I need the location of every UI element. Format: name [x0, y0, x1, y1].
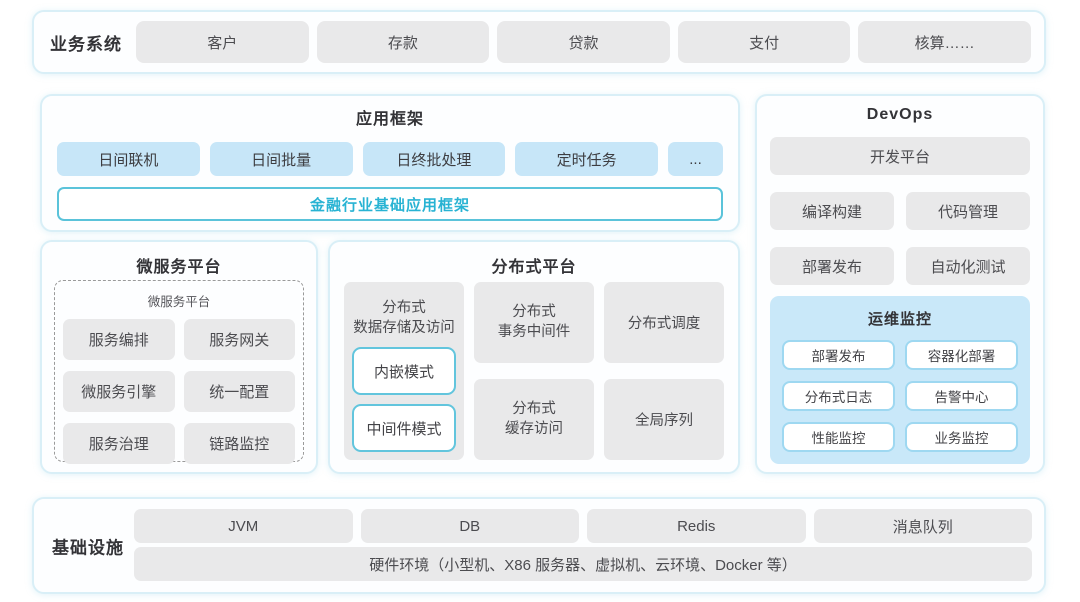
devops-box-build: 编译构建	[770, 192, 894, 230]
base-framework-bar: 金融行业基础应用框架	[57, 187, 723, 221]
monitor-box-alert-center: 告警中心	[905, 381, 1018, 411]
micro-box-config: 统一配置	[183, 371, 295, 412]
monitor-box-performance: 性能监控	[782, 422, 895, 452]
microservice-grid: 服务编排 服务网关 微服务引擎 统一配置 服务治理 链路监控	[63, 319, 295, 464]
monitor-box-distributed-log: 分布式日志	[782, 381, 895, 411]
distributed-grid: 分布式 数据存储及访问 内嵌模式 中间件模式 分布式 事务中间件 分布式 缓存访…	[344, 282, 724, 460]
distributed-scheduler-box: 分布式调度	[604, 282, 724, 363]
infrastructure-panel: 基础设施 JVM DB Redis 消息队列 硬件环境（小型机、X86 服务器、…	[32, 497, 1046, 594]
infrastructure-row: JVM DB Redis 消息队列	[134, 509, 1032, 543]
microservice-panel: 微服务平台 微服务平台 服务编排 服务网关 微服务引擎 统一配置 服务治理 链路…	[40, 240, 318, 474]
micro-box-engine: 微服务引擎	[63, 371, 175, 412]
monitor-box-container-deploy: 容器化部署	[905, 340, 1018, 370]
devops-title: DevOps	[866, 106, 934, 123]
devops-dev-platform-box: 开发平台	[770, 137, 1030, 175]
business-systems-label: 业务系统	[50, 34, 122, 54]
module-daytime-batch: 日间批量	[209, 142, 353, 176]
business-box-accounting: 核算……	[858, 21, 1031, 63]
distributed-transaction-box: 分布式 事务中间件	[474, 282, 594, 363]
business-systems-panel: 业务系统 客户 存款 贷款 支付 核算……	[32, 10, 1046, 74]
microservice-inner-group: 微服务平台 服务编排 服务网关 微服务引擎 统一配置 服务治理 链路监控	[54, 280, 304, 464]
micro-box-orchestration: 服务编排	[63, 319, 175, 360]
monitor-box-business: 业务监控	[905, 422, 1018, 452]
distributed-title: 分布式平台	[491, 259, 577, 276]
business-box-customer: 客户	[136, 21, 309, 63]
infra-box-jvm: JVM	[134, 509, 353, 543]
distributed-col-middle: 分布式 事务中间件 分布式 缓存访问	[474, 282, 594, 460]
infra-box-redis: Redis	[587, 509, 806, 543]
ops-monitoring-title: 运维监控	[867, 311, 932, 328]
devops-box-deploy: 部署发布	[770, 247, 894, 285]
infrastructure-label: 基础设施	[52, 538, 124, 557]
distributed-cache-box: 分布式 缓存访问	[474, 379, 594, 460]
micro-box-governance: 服务治理	[63, 423, 175, 464]
app-framework-title: 应用框架	[355, 111, 424, 128]
devops-box-code-mgmt: 代码管理	[906, 192, 1030, 230]
module-more-ellipsis: ...	[668, 142, 723, 176]
module-scheduled-task: 定时任务	[515, 142, 658, 176]
devops-box-auto-test: 自动化测试	[906, 247, 1030, 285]
devops-panel: DevOps 开发平台 编译构建 代码管理 部署发布 自动化测试 运维监控 部署…	[755, 94, 1045, 474]
app-framework-modules: 日间联机 日间批量 日终批处理 定时任务 ...	[57, 142, 723, 176]
distributed-panel: 分布式平台 分布式 数据存储及访问 内嵌模式 中间件模式 分布式 事务中间件 分…	[328, 240, 740, 474]
infra-hardware-box: 硬件环境（小型机、X86 服务器、虚拟机、云环境、Docker 等）	[134, 547, 1032, 581]
business-box-deposit: 存款	[316, 21, 490, 63]
distributed-storage-box: 分布式 数据存储及访问 内嵌模式 中间件模式	[344, 282, 464, 460]
business-box-loan: 贷款	[497, 21, 670, 63]
app-framework-panel: 应用框架 日间联机 日间批量 日终批处理 定时任务 ... 金融行业基础应用框架	[40, 94, 740, 232]
business-box-payment: 支付	[677, 21, 851, 63]
business-systems-boxes: 客户 存款 贷款 支付 核算……	[136, 21, 1031, 63]
micro-box-tracing: 链路监控	[183, 423, 295, 464]
devops-tools-grid: 编译构建 代码管理 部署发布 自动化测试	[770, 192, 1030, 285]
module-eod-batch: 日终批处理	[362, 142, 506, 176]
infrastructure-content: JVM DB Redis 消息队列 硬件环境（小型机、X86 服务器、虚拟机、云…	[134, 509, 1032, 581]
distributed-col-right: 分布式调度 全局序列	[604, 282, 724, 460]
infra-box-mq: 消息队列	[813, 509, 1032, 543]
distributed-storage-label: 分布式 数据存储及访问	[353, 300, 455, 336]
microservice-inner-title: 微服务平台	[147, 295, 211, 309]
module-daytime-online: 日间联机	[57, 142, 200, 176]
distributed-sequence-box: 全局序列	[604, 379, 724, 460]
micro-box-gateway: 服务网关	[183, 319, 295, 360]
ops-monitoring-group: 运维监控 部署发布 容器化部署 分布式日志 告警中心 性能监控 业务监控	[770, 296, 1030, 464]
infra-box-db: DB	[360, 509, 579, 543]
storage-mode-embedded: 内嵌模式	[352, 347, 456, 395]
monitor-box-deploy-release: 部署发布	[782, 340, 895, 370]
microservice-title: 微服务平台	[136, 259, 222, 276]
storage-mode-middleware: 中间件模式	[352, 404, 456, 452]
ops-monitoring-grid: 部署发布 容器化部署 分布式日志 告警中心 性能监控 业务监控	[782, 340, 1018, 452]
